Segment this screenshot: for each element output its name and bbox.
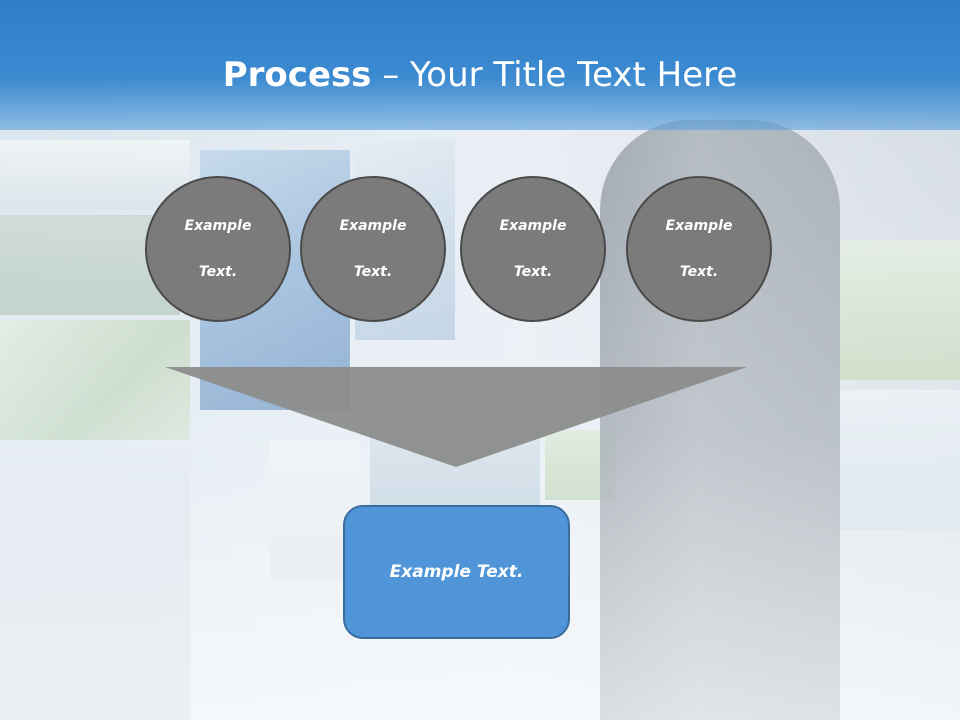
circle-text-line: Example <box>184 217 252 234</box>
title-bold-part: Process <box>222 55 372 95</box>
slide-title[interactable]: Process – Your Title Text Here <box>0 50 960 100</box>
funnel-shape <box>165 367 747 467</box>
circle-text-line: Text. <box>353 263 393 280</box>
funnel-triangle[interactable] <box>165 367 747 467</box>
circle-text-line: Text. <box>679 263 719 280</box>
circle-text-line: Example <box>499 217 567 234</box>
result-box-label: Example Text. <box>389 562 524 582</box>
title-rest-part: – Your Title Text Here <box>371 55 738 95</box>
title-bar: Process – Your Title Text Here <box>0 0 960 130</box>
result-box[interactable]: Example Text. <box>343 505 570 639</box>
circle-text-line: Text. <box>513 263 553 280</box>
circle-text-line: Text. <box>198 263 238 280</box>
circle-text-line: Example <box>339 217 407 234</box>
circle-text-line: Example <box>665 217 733 234</box>
